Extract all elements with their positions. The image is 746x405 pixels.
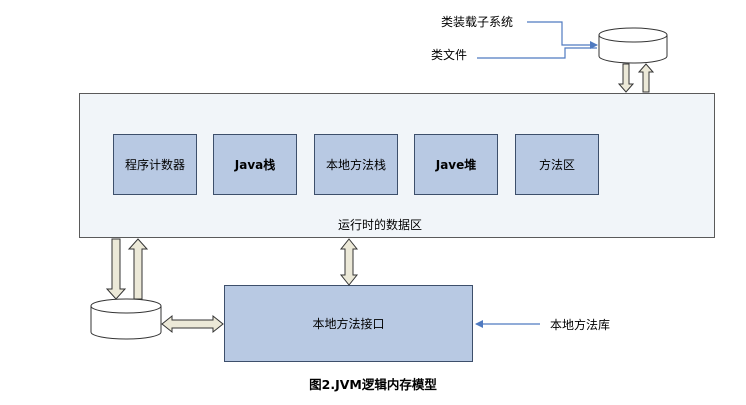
program-counter-label: 程序计数器 bbox=[124, 158, 185, 172]
class-loader-cylinder-icon bbox=[598, 27, 668, 64]
runtime-native-double-arrow bbox=[339, 238, 359, 286]
native-library-label: 本地方法库 bbox=[550, 318, 611, 332]
native-interface-label: 本地方法接口 bbox=[312, 317, 385, 331]
figure-caption: 图2.JVM逻辑内存模型 bbox=[309, 377, 437, 392]
java-heap-box: Jave堆 bbox=[414, 134, 498, 195]
native-interface-box: 本地方法接口 bbox=[224, 285, 473, 362]
java-heap-label: Jave堆 bbox=[435, 158, 477, 172]
storage-native-double-arrow bbox=[161, 314, 224, 334]
class-file-connector bbox=[477, 47, 597, 59]
storage-cylinder-icon bbox=[90, 298, 162, 340]
method-area-label: 方法区 bbox=[538, 158, 575, 172]
runtime-data-area-label: 运行时的数据区 bbox=[338, 218, 423, 232]
class-loader-label: 类装载子系统 bbox=[441, 15, 514, 29]
java-stack-label: Java栈 bbox=[234, 158, 276, 172]
runtime-storage-arrows bbox=[105, 238, 149, 300]
class-file-label: 类文件 bbox=[431, 48, 468, 62]
class-loader-arrows bbox=[617, 63, 655, 93]
method-area-box: 方法区 bbox=[515, 134, 599, 195]
native-method-stack-label: 本地方法栈 bbox=[325, 158, 386, 172]
program-counter-box: 程序计数器 bbox=[113, 134, 197, 195]
java-stack-box: Java栈 bbox=[213, 134, 297, 195]
native-method-stack-box: 本地方法栈 bbox=[314, 134, 398, 195]
class-loader-connector bbox=[527, 21, 598, 49]
